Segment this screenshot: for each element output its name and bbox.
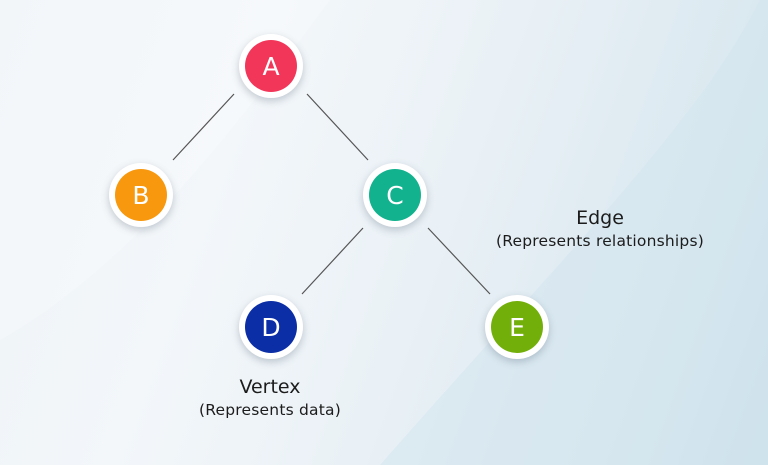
vertex-annotation-subtitle: (Represents data) [199, 401, 341, 419]
vertex-annotation: Vertex (Represents data) [170, 375, 370, 421]
edge-annotation: Edge (Represents relationships) [470, 206, 730, 252]
vertex-e: E [485, 295, 549, 359]
vertex-annotation-title: Vertex [239, 376, 301, 398]
edge-annotation-title: Edge [576, 207, 624, 229]
edge-a-b [172, 93, 235, 161]
edge-annotation-subtitle: (Represents relationships) [495, 232, 704, 250]
vertex-c: C [363, 163, 427, 227]
vertex-b: B [109, 163, 173, 227]
edge-c-d [301, 227, 364, 295]
vertex-a-label: A [245, 40, 297, 92]
vertex-e-label: E [491, 301, 543, 353]
vertex-a: A [239, 34, 303, 98]
vertex-c-label: C [369, 169, 421, 221]
vertex-d-label: D [245, 301, 297, 353]
vertex-b-label: B [115, 169, 167, 221]
vertex-d: D [239, 295, 303, 359]
edge-c-e [427, 227, 491, 295]
edge-a-c [306, 93, 369, 161]
